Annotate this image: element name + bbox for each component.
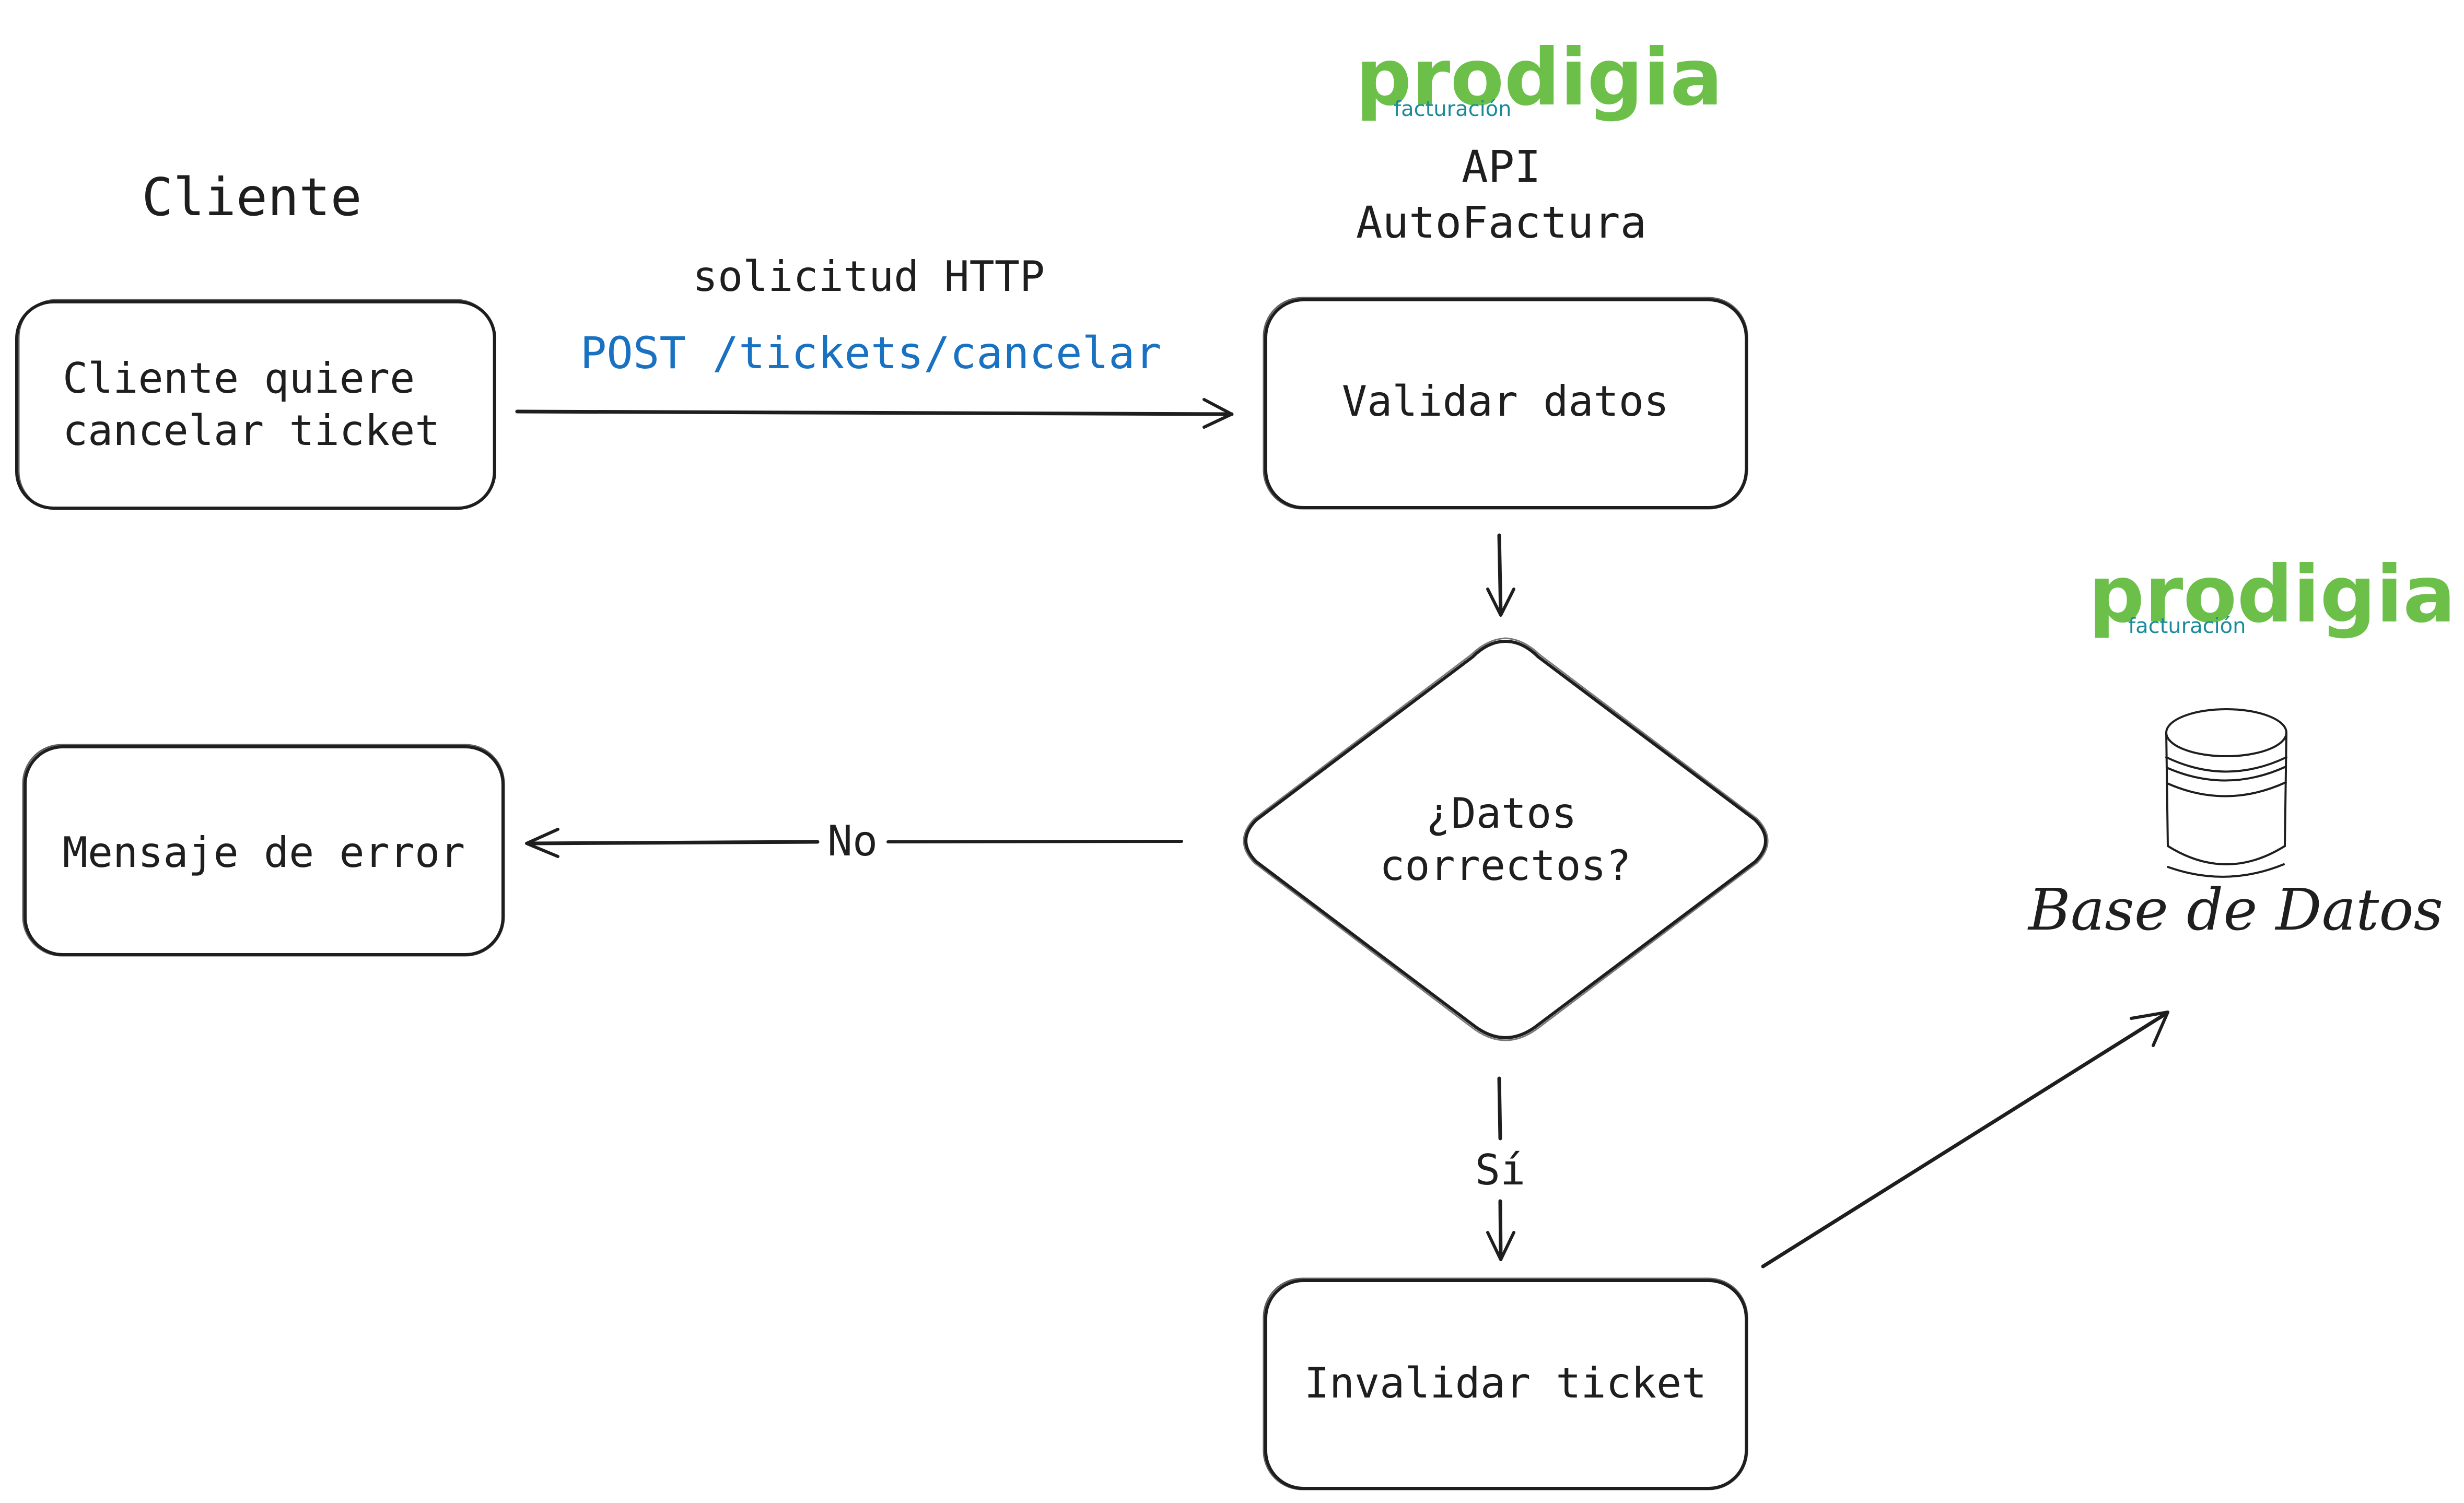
- prodigia-logo-top: prodigia facturación: [1356, 32, 1723, 123]
- api-lane-title-line1: API: [1462, 141, 1541, 192]
- client-node-line2: cancelar ticket: [63, 406, 440, 455]
- prodigia-logo-db: prodigia facturación: [2088, 549, 2456, 640]
- brand-subtitle-top: facturación: [1394, 97, 1512, 121]
- validate-node-label: Validar datos: [1342, 377, 1669, 426]
- validate-data-node: Validar datos: [1263, 297, 1748, 510]
- decision-line1: ¿Datos: [1426, 789, 1577, 838]
- database-cylinder-icon: [2165, 708, 2287, 878]
- invalidate-ticket-node: Invalidar ticket: [1263, 1277, 1748, 1490]
- client-request-node: Cliente quiere cancelar ticket: [15, 299, 496, 510]
- decision-node: ¿Datos correctos?: [1243, 637, 1769, 1041]
- brand-subtitle-db: facturación: [2128, 614, 2246, 638]
- brand-wordmark-db: prodigia: [2088, 549, 2456, 640]
- brand-wordmark-top: prodigia: [1356, 32, 1723, 123]
- http-request-edge: [515, 398, 1234, 429]
- api-lane-title-line2: AutoFactura: [1356, 197, 1646, 248]
- request-endpoint: POST /tickets/cancelar: [580, 327, 1162, 379]
- decision-line2: correctos?: [1380, 841, 1631, 890]
- client-lane-title: Cliente: [142, 167, 361, 228]
- request-label: solicitud HTTP: [693, 252, 1045, 301]
- database-label: Base de Datos: [2027, 876, 2443, 943]
- invalidate-node-label: Invalidar ticket: [1304, 1359, 1707, 1407]
- client-node-line1: Cliente quiere: [63, 354, 415, 403]
- invalidate-to-database-edge: [1761, 1011, 2169, 1269]
- yes-edge-label: Sí: [1475, 1146, 1525, 1194]
- yes-edge: [1486, 1076, 1515, 1261]
- validate-to-decision-edge: [1486, 533, 1515, 617]
- no-edge-label: No: [827, 817, 878, 865]
- no-edge: [525, 828, 1183, 858]
- error-message-node: Mensaje de error: [22, 744, 505, 957]
- error-node-label: Mensaje de error: [63, 828, 465, 877]
